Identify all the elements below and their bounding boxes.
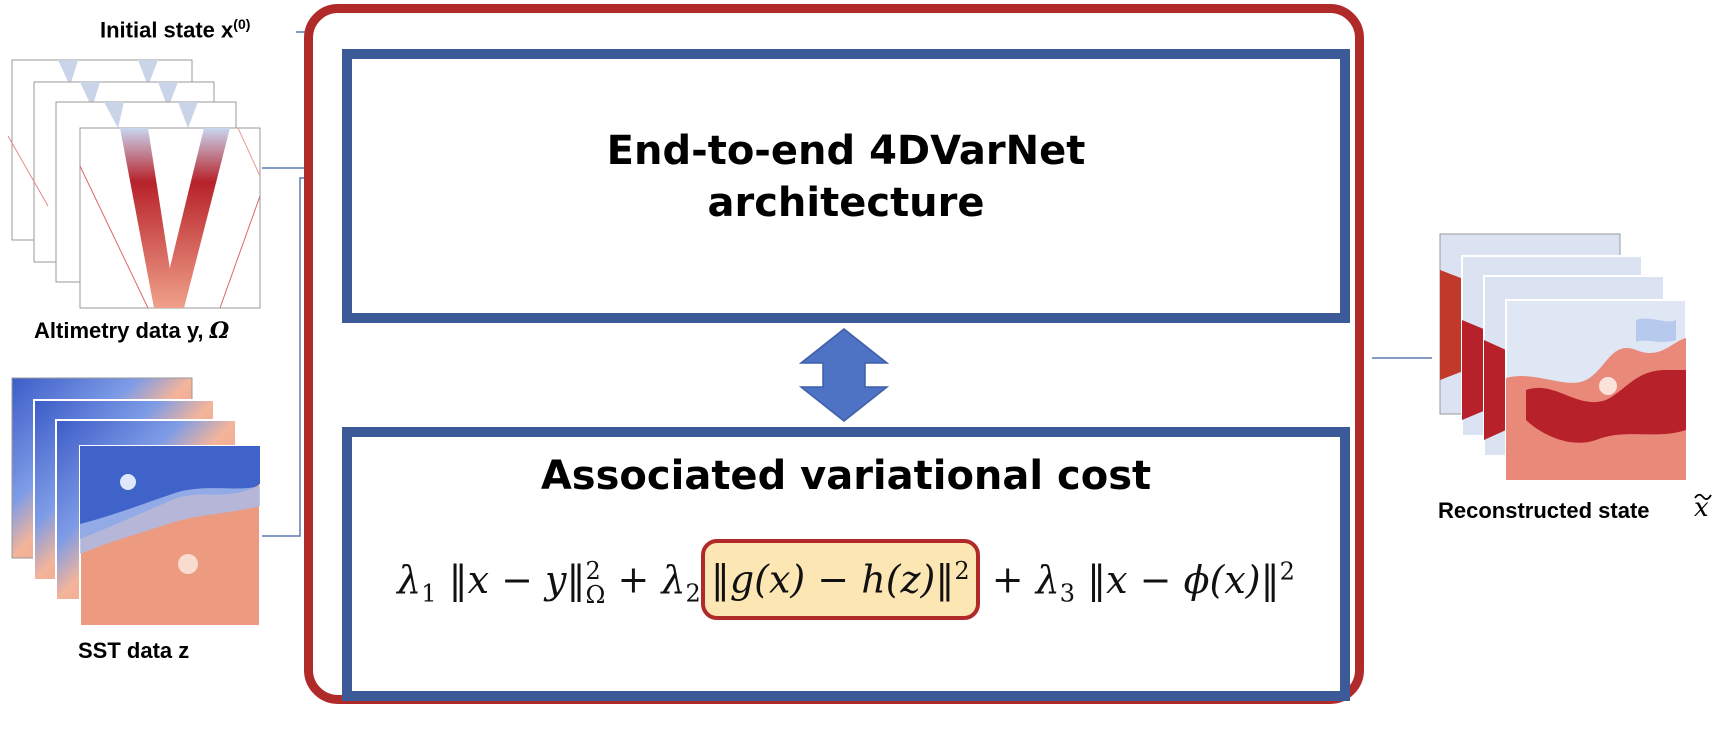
term3-exponent: 2: [1279, 557, 1295, 585]
sst-consistency-norm: ‖g(x) − h(z)‖: [710, 557, 955, 602]
initial-state-label: Initial state x(0): [100, 16, 251, 43]
architecture-title-line2: architecture: [707, 180, 985, 226]
term3: λ3 ‖x − ϕ(x)‖2: [1035, 557, 1295, 607]
lambda-3-subscript: 3: [1059, 579, 1076, 608]
data-fidelity-norm: ‖x − y‖: [448, 557, 586, 602]
architecture-title-line1: End-to-end 4DVarNet: [606, 128, 1086, 174]
term2: λ2‖g(x) − h(z)‖2: [661, 539, 991, 620]
reconstructed-label: Reconstructed state: [1438, 498, 1650, 523]
reconstructed-map-stack: [1439, 233, 1687, 480]
x-tilde-symbol: x: [1694, 493, 1712, 522]
double-headed-arrow-icon: [799, 328, 889, 422]
altimetry-map-stack: [8, 59, 261, 309]
term1-exponent: 2: [585, 557, 601, 586]
lambda-2-subscript: 2: [685, 579, 701, 608]
reconstructed-frame-4: [1505, 299, 1687, 480]
architecture-panel: End-to-end 4DVarNet architecture: [342, 49, 1350, 323]
highlighted-sst-term: ‖g(x) − h(z)‖2: [700, 539, 980, 620]
altimetry-frame-4: [79, 127, 261, 309]
lambda-2: λ: [661, 557, 686, 602]
lambda-1-subscript: 1: [421, 579, 437, 608]
lambda-3: λ: [1035, 557, 1060, 602]
sst-label: SST data z: [78, 638, 190, 663]
outer-container: End-to-end 4DVarNet architecture Associa…: [304, 4, 1364, 704]
sst-map-stack: [11, 377, 261, 627]
term1-norm-subscript: Ω: [585, 581, 606, 610]
plus-sign-1: +: [617, 557, 650, 602]
plus-sign-2: +: [991, 557, 1024, 602]
architecture-title: End-to-end 4DVarNet architecture: [352, 125, 1340, 229]
term2-exponent: 2: [954, 557, 970, 585]
prior-norm: ‖x − ϕ(x)‖: [1087, 557, 1280, 602]
omega-symbol: Ω: [209, 318, 230, 344]
altimetry-label: Altimetry data y, Ω: [34, 318, 230, 344]
lambda-1: λ: [397, 557, 422, 602]
sst-frame-4: [79, 445, 261, 627]
variational-cost-title: Associated variational cost: [540, 453, 1152, 499]
initial-state-superscript: (0): [233, 16, 251, 32]
svg-text:x: x: [1694, 493, 1709, 522]
